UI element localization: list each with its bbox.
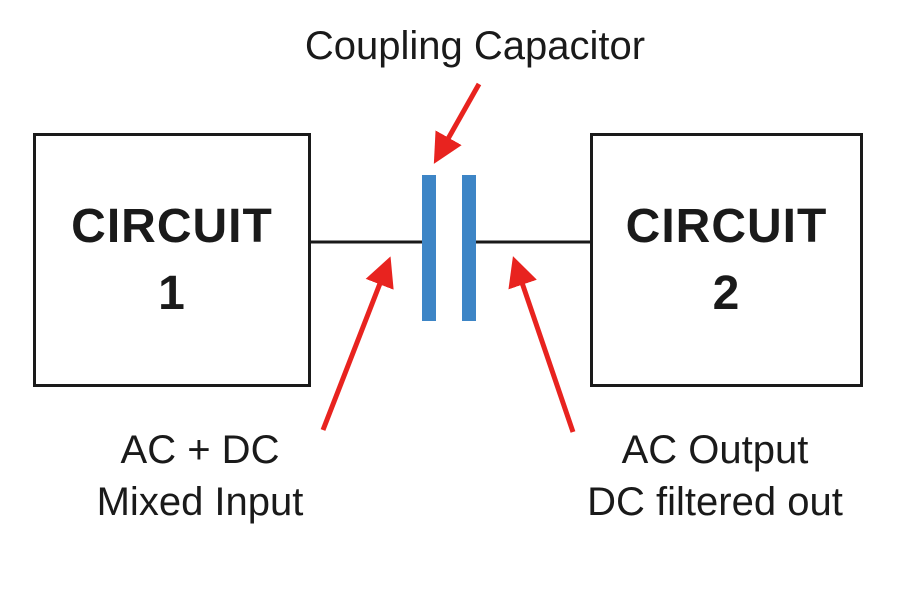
capacitor-plate-left <box>422 175 436 321</box>
input-label-line2: Mixed Input <box>96 480 304 524</box>
circuit-1-title: CIRCUIT <box>71 199 273 253</box>
circuit-2-box: CIRCUIT 2 <box>590 133 863 387</box>
input-arrow <box>320 256 394 431</box>
output-label-line2: DC filtered out <box>587 480 843 524</box>
output-label: AC Output DC filtered out <box>545 424 885 528</box>
capacitor-arrow <box>433 82 482 164</box>
capacitor-label-text: Coupling Capacitor <box>304 24 646 68</box>
circuit-2-title: CIRCUIT <box>625 199 828 253</box>
capacitor-label: Coupling Capacitor <box>230 22 720 70</box>
capacitor-plate-right <box>462 175 476 321</box>
circuit-1-number: 1 <box>158 267 186 320</box>
output-arrow <box>508 256 576 433</box>
input-label: AC + DC Mixed Input <box>40 424 360 528</box>
circuit-2-number: 2 <box>712 267 741 320</box>
output-label-line1: AC Output <box>621 428 809 472</box>
input-label-line1: AC + DC <box>120 428 280 472</box>
circuit-1-box: CIRCUIT 1 <box>33 133 311 387</box>
